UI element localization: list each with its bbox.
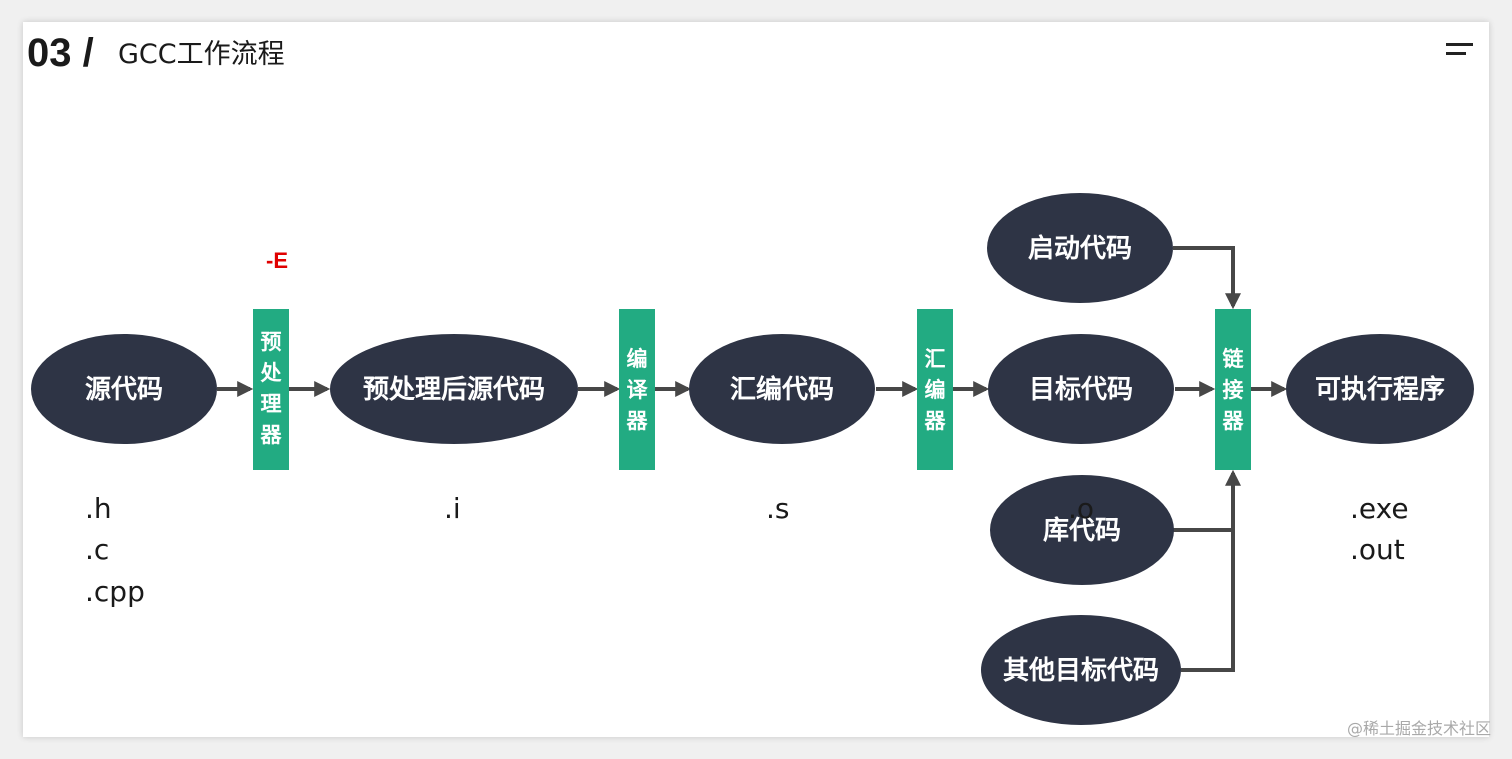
node-executable-label: 可执行程序 (1315, 374, 1445, 405)
node-preprocessed-code: 预处理后源代码 (330, 334, 578, 444)
tool-assembler-char-3: 器 (924, 409, 947, 433)
tool-linker-char-3: 器 (1222, 409, 1245, 433)
ext-cpp: .cpp (85, 575, 145, 608)
node-library-code-label: 库代码 (1043, 516, 1121, 546)
page-title: GCC工作流程 (118, 39, 285, 70)
tool-compiler-char-1: 编 (627, 347, 648, 371)
connectors (217, 246, 1288, 672)
node-other-object-code: 其他目标代码 (981, 615, 1181, 725)
arrow-startup-to-linker (1173, 246, 1241, 310)
ext-h: .h (85, 492, 112, 525)
tool-assembler-char-2: 编 (925, 378, 946, 402)
node-source-code-label: 源代码 (85, 375, 163, 405)
node-startup-code-label: 启动代码 (1028, 233, 1132, 264)
tool-assembler-char-1: 汇 (925, 347, 946, 371)
tool-preprocessor-char-4: 器 (260, 423, 283, 447)
ext-out: .out (1350, 533, 1405, 566)
node-assembly-code: 汇编代码 (689, 334, 875, 444)
tool-compiler-char-3: 器 (626, 409, 649, 433)
tool-preprocessor-char-2: 处 (260, 361, 282, 385)
arrow-other-object-to-linker (1181, 469, 1241, 672)
tool-preprocessor: 预 处 理 器 (253, 309, 289, 470)
ext-o: .o (1068, 492, 1094, 525)
tool-linker-char-2: 接 (1223, 378, 1244, 402)
tool-linker: 链 接 器 (1215, 309, 1251, 470)
tool-assembler: 汇 编 器 (917, 309, 953, 470)
node-source-code: 源代码 (31, 334, 217, 444)
node-other-object-code-label: 其他目标代码 (1003, 656, 1159, 686)
tool-compiler-char-2: 译 (627, 378, 649, 402)
extensions-source: .h .c .cpp (85, 492, 145, 608)
watermark: @稀土掘金技术社区 (1347, 719, 1491, 738)
ext-c: .c (85, 533, 109, 566)
ext-exe: .exe (1350, 492, 1409, 525)
section-number: 03 / (27, 31, 94, 75)
node-library-code: 库代码 (990, 475, 1174, 585)
tool-preprocessor-char-3: 理 (261, 392, 282, 416)
tool-compiler: 编 译 器 (619, 309, 655, 470)
menu-icon[interactable] (1446, 43, 1473, 55)
node-startup-code: 启动代码 (987, 193, 1173, 303)
tool-linker-char-1: 链 (1223, 347, 1245, 371)
ext-s: .s (766, 492, 790, 525)
preprocess-flag: -E (266, 248, 288, 273)
node-object-code: 目标代码 (988, 334, 1174, 444)
node-object-code-label: 目标代码 (1029, 375, 1133, 405)
tool-preprocessor-char-1: 预 (261, 330, 282, 354)
ext-i: .i (444, 492, 461, 525)
node-assembly-code-label: 汇编代码 (730, 374, 834, 405)
extensions-executable: .exe .out (1350, 492, 1409, 566)
node-preprocessed-code-label: 预处理后源代码 (363, 375, 545, 405)
node-executable: 可执行程序 (1286, 334, 1474, 444)
